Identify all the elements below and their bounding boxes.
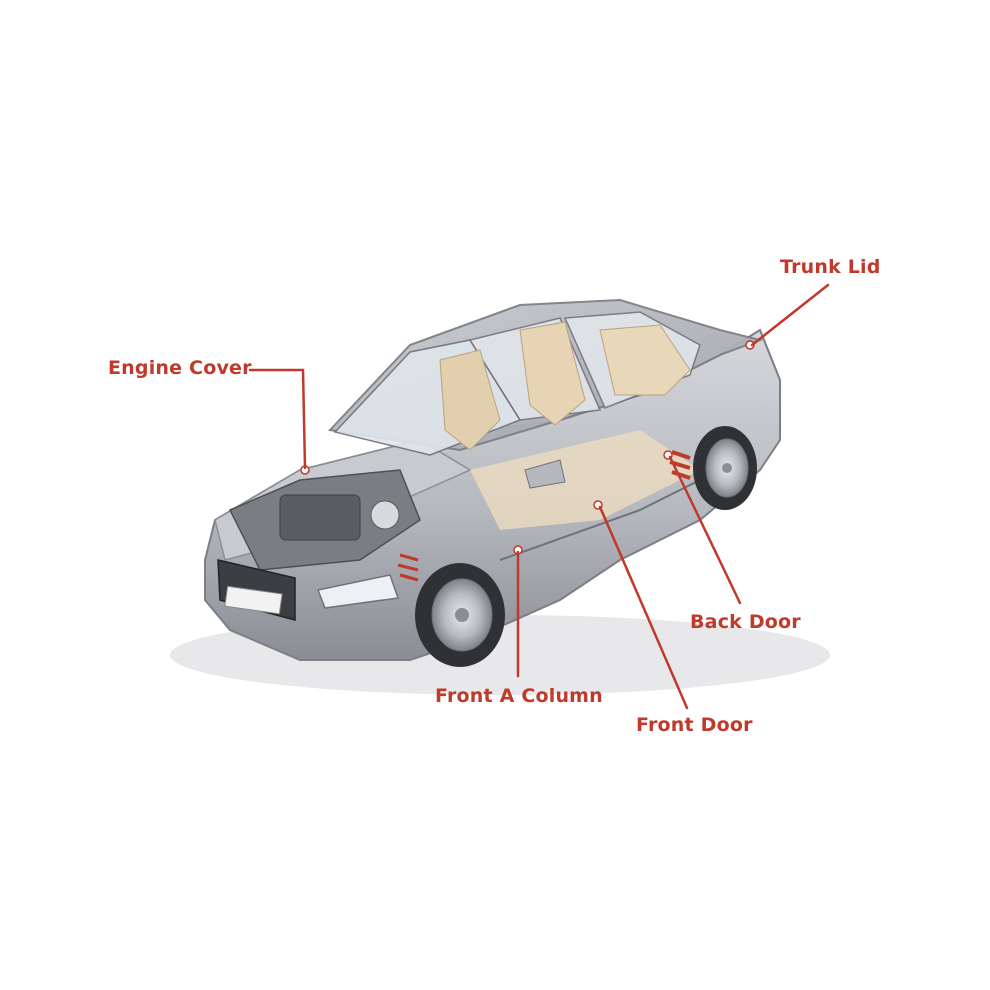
leader-line-engine bbox=[248, 368, 307, 470]
door-sill bbox=[499, 474, 711, 561]
label-trunk-lid: Trunk Lid bbox=[780, 256, 881, 278]
leader-line-front-door bbox=[598, 505, 689, 710]
front-spring bbox=[397, 553, 419, 582]
rear-wheel-icon bbox=[693, 426, 757, 510]
label-engine-cover: Engine Cover bbox=[108, 357, 252, 379]
front-wheel-icon bbox=[415, 563, 505, 667]
engine-component bbox=[370, 500, 400, 530]
headlight bbox=[316, 574, 400, 609]
label-front-door: Front Door bbox=[636, 714, 753, 736]
license-plate bbox=[224, 585, 283, 615]
label-back-door: Back Door bbox=[690, 611, 801, 633]
engine-block bbox=[279, 494, 361, 541]
front-seat bbox=[439, 349, 501, 451]
side-mirror bbox=[524, 459, 566, 489]
floor-interior bbox=[470, 430, 700, 530]
rear-seat bbox=[599, 324, 691, 396]
front-seat-passenger bbox=[519, 321, 586, 426]
leader-line-back-door bbox=[668, 455, 742, 605]
label-front-a-column: Front A Column bbox=[435, 685, 603, 707]
leader-line-trunk bbox=[750, 283, 830, 347]
